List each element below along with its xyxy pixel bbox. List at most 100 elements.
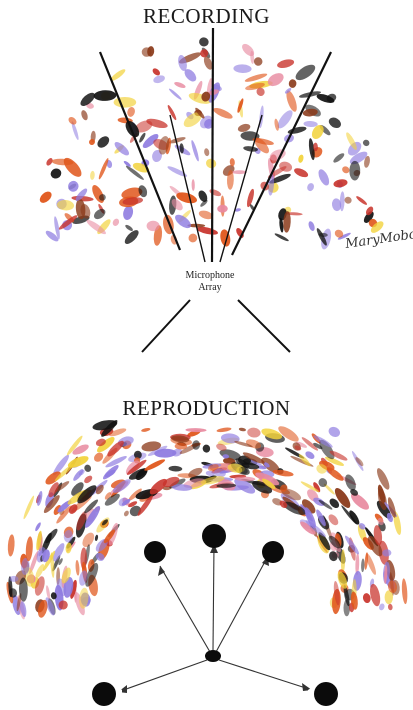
speaker-front-left [144,533,166,563]
paint-stroke [333,178,348,188]
arrow-to-speaker-rear-left [118,660,207,692]
paint-stroke [49,167,63,180]
paint-stroke [233,64,251,73]
paint-stroke [97,157,109,180]
paint-stroke [274,232,290,242]
paint-stroke [112,218,121,227]
paint-stroke [168,88,182,101]
paint-stroke [204,157,217,170]
speaker-rear-right [308,682,338,706]
paint-stroke [7,534,15,557]
paint-stroke [209,188,223,198]
paint-stroke [190,140,200,162]
speaker-front-center [202,516,226,548]
paint-stroke [152,74,166,84]
paint-stroke [303,121,317,128]
paint-stroke [325,465,346,483]
paint-stroke [166,104,177,121]
paint-stroke [114,97,137,108]
paint-stroke [343,473,358,492]
paint-stroke [173,212,193,231]
paint-stroke [124,224,134,232]
paint-stroke [327,425,342,439]
paint-stroke [341,165,351,175]
paint-stroke [80,109,89,121]
pickup-line-center [212,28,213,262]
paint-stroke [247,427,261,438]
listener-head [205,650,221,662]
paint-stroke [90,171,95,180]
array-line-right [238,300,290,352]
paint-stroke [212,106,234,121]
speaker-rear-left [92,682,122,706]
paint-stroke [126,106,136,118]
paint-stroke [316,168,331,187]
paint-stroke [168,466,182,472]
paint-stroke [191,179,194,191]
array-label: Array [160,282,260,294]
paint-stroke [306,182,315,192]
paint-stroke [95,134,111,150]
paint-stroke [22,495,35,520]
paint-stroke [61,155,85,180]
reproduction-title: REPRODUCTION [0,396,413,421]
paint-stroke [239,427,247,432]
paint-stroke [252,56,264,68]
paint-stroke [327,115,343,130]
paint-stroke [113,140,131,158]
loudspeakers [92,516,338,706]
paint-stroke [362,139,371,148]
arrow-to-speaker-rear-right [219,660,312,690]
paint-stroke [34,563,46,580]
paint-stroke [34,522,42,532]
paint-stroke [198,36,210,47]
paint-stroke [349,161,360,181]
arrow-to-speaker-left [160,566,210,652]
paint-stroke [332,152,346,164]
paint-stroke [43,527,59,545]
arrowheads [118,544,312,693]
paint-stroke [217,205,228,213]
paint-stroke [123,510,130,517]
paint-stroke [151,67,161,77]
paint-stroke [361,558,365,572]
arrow-to-speaker-right [216,556,268,652]
speaker-arrows [118,544,312,692]
paint-stroke [204,148,210,157]
paint-stroke [293,166,310,179]
paint-stroke [143,458,166,473]
paint-stroke [187,232,199,244]
paint-stroke [185,428,206,432]
paint-stroke [173,81,186,90]
paint-stroke [401,578,408,604]
paint-stroke [75,560,80,576]
paint-stroke [38,189,54,205]
paint-stroke [343,196,353,205]
paint-stroke [375,467,392,492]
surround-orchestra-illustration [5,418,408,620]
paint-stroke [83,474,94,484]
microphone-label: Microphone [160,270,260,282]
paint-stroke [93,90,116,101]
paint-stroke [288,79,297,88]
paint-stroke [307,220,316,231]
paint-stroke [362,592,372,603]
paint-stroke [339,191,344,211]
paint-stroke [388,604,393,611]
arrow-to-speaker-center [213,544,214,650]
paint-stroke [72,468,85,482]
paint-stroke [297,154,304,163]
paint-stroke [202,444,211,453]
speaker-front-right [262,533,284,563]
paint-stroke [141,427,151,432]
paint-stroke [90,183,107,204]
paint-stroke [66,179,80,193]
paint-stroke [94,534,98,541]
paint-stroke [9,576,18,582]
paint-stroke [147,221,160,231]
microphone-array-lines [142,300,290,352]
array-line-left [142,300,190,352]
paint-stroke [293,62,318,83]
